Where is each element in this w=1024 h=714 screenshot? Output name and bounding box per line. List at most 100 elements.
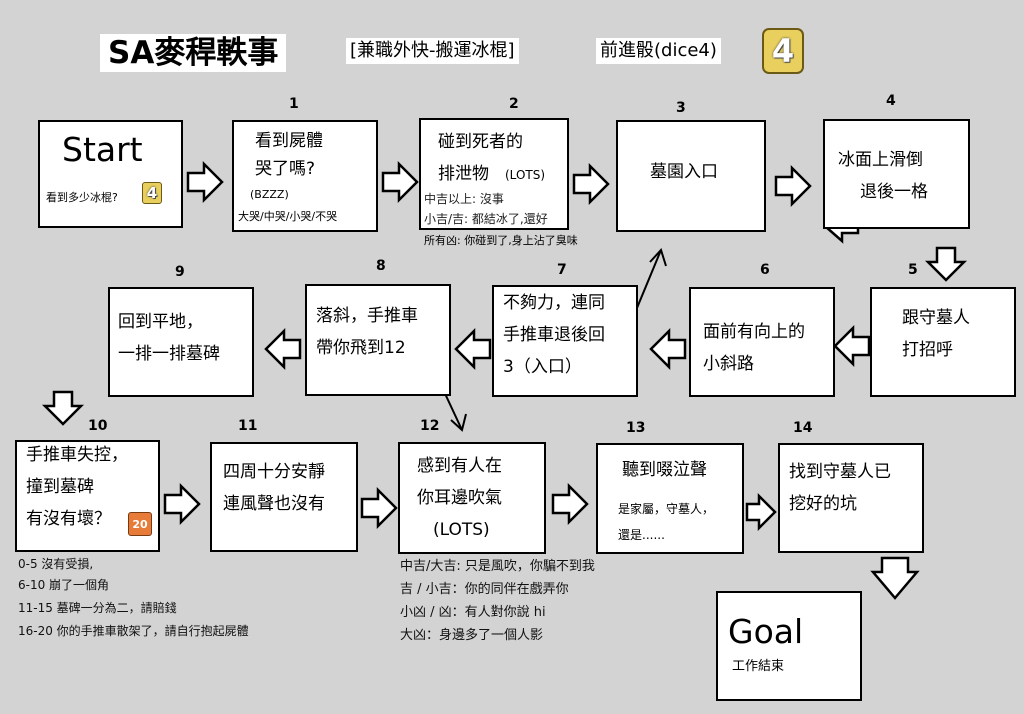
step-number: 6	[760, 262, 770, 278]
step-box-6	[689, 287, 835, 397]
step-note: 小吉/吉: 都結冰了,還好	[424, 212, 548, 226]
step-text: 小斜路	[703, 354, 754, 374]
arrow-right-icon	[381, 160, 419, 204]
step-box-14	[778, 443, 924, 553]
arrow-right-icon	[745, 492, 777, 532]
step-text: 連風聲也沒有	[223, 494, 325, 514]
step-note: 大凶：身邊多了一個人影	[400, 628, 544, 643]
step-sub: 還是......	[618, 528, 665, 542]
step-text: 面前有向上的	[703, 322, 805, 342]
dice20-value: 20	[132, 517, 148, 531]
start-label: Start	[62, 130, 143, 169]
step-note: 吉 / 小吉：你的同伴在戲弄你	[400, 582, 569, 597]
goal-sub: 工作結束	[732, 659, 785, 674]
start-box	[38, 120, 183, 228]
goal-box	[716, 591, 862, 701]
dice4-icon: 4	[762, 28, 804, 74]
step-number: 1	[289, 96, 299, 112]
step-number: 5	[908, 262, 918, 278]
step-box-13	[596, 443, 744, 554]
step-text: 看到屍體	[255, 131, 323, 151]
arrow-left-icon	[649, 327, 687, 371]
dice4-value: 4	[771, 32, 795, 70]
arrow-down-icon	[41, 390, 85, 426]
step-number: 8	[376, 258, 386, 274]
step-text: 不夠力，連同	[503, 293, 605, 313]
arrow-right-icon	[774, 164, 812, 208]
dice-label: 前進骰(dice4)	[596, 38, 721, 64]
step-note: 0-5 沒有受損,	[18, 557, 94, 571]
step-text: 你耳邊吹氣	[417, 488, 502, 508]
step-box-8	[305, 284, 451, 396]
step-text: 碰到死者的	[438, 132, 523, 152]
step-number: 9	[175, 264, 185, 280]
step-text: 排泄物	[438, 164, 489, 184]
step-text: 打招呼	[902, 340, 953, 360]
step-number: 7	[557, 262, 567, 278]
step-text: 有沒有壞？	[26, 509, 111, 529]
step-note: 小凶 / 凶：有人對你說 hi	[400, 605, 546, 620]
arrow-right-icon	[186, 160, 224, 204]
step-box-7	[492, 285, 638, 397]
step-number: 4	[886, 93, 896, 109]
step-number: 12	[420, 418, 440, 434]
arrow-left-icon	[264, 327, 302, 371]
arrow-right-icon	[163, 482, 201, 526]
step-box-11	[210, 442, 358, 552]
step-extra: (BZZZ)	[250, 188, 289, 201]
dice4-icon: 4	[142, 182, 162, 204]
step-sub: 是家屬，守墓人，	[618, 502, 715, 516]
step-text: 帶你飛到12	[316, 338, 406, 358]
step-text: (LOTS)	[433, 520, 490, 540]
arrowhead-icon	[450, 413, 467, 432]
step-text: 挖好的坑	[789, 494, 857, 514]
step-number: 14	[793, 420, 813, 436]
page-title: SA麥稈軼事	[100, 34, 287, 72]
step-note: 16-20 你的手推車散架了，請自行抱起屍體	[18, 624, 249, 638]
start-dice-value: 4	[146, 184, 158, 202]
step-box-4	[823, 119, 970, 229]
step-text: 四周十分安靜	[223, 462, 325, 482]
step-text: 撞到墓碑	[26, 477, 94, 497]
arrowhead-icon	[649, 248, 667, 267]
step-sub: 大哭/中哭/小哭/不哭	[238, 210, 338, 223]
step-note: 6-10 崩了一個角	[18, 578, 110, 592]
step-text: 冰面上滑倒	[838, 150, 923, 170]
step-text: 手推車失控，	[26, 445, 128, 465]
step-box-3	[616, 120, 766, 232]
arrow-right-icon	[572, 162, 610, 206]
arrow-left-icon	[454, 327, 492, 371]
subtitle: [兼職外快-搬運冰棍]	[346, 38, 519, 64]
step-text: 落斜，手推車	[316, 306, 418, 326]
arrow-down-icon	[924, 246, 968, 282]
step-box-2	[419, 118, 569, 230]
step-text: 哭了嗎?	[255, 159, 316, 179]
step-note: 中吉/大吉: 只是風吹，你騙不到我	[400, 559, 595, 574]
step-box-5	[870, 287, 1016, 397]
arrow-left-icon	[833, 324, 871, 368]
goal-label: Goal	[728, 612, 804, 651]
arrow-right-icon	[360, 486, 398, 530]
arrow-right-icon	[551, 482, 589, 526]
step-number: 13	[626, 420, 646, 436]
step-text: 跟守墓人	[902, 308, 970, 328]
step-number: 2	[509, 96, 519, 112]
step-text: 感到有人在	[417, 456, 502, 476]
step-box-12	[398, 442, 546, 554]
step-text: 手推車退後回	[503, 325, 605, 345]
step-note: 中吉以上: 沒事	[424, 192, 504, 206]
step-text: 3（入口）	[503, 357, 582, 377]
step-number: 3	[676, 100, 686, 116]
dice20-icon: 20	[128, 512, 152, 536]
step-text: 墓園入口	[650, 162, 718, 182]
step-note: 所有凶: 你碰到了,身上沾了臭味	[424, 234, 578, 247]
step-number: 10	[88, 418, 108, 434]
arrow-down-icon	[870, 556, 920, 600]
step-box-1	[232, 120, 378, 232]
step-text: 回到平地，	[118, 312, 203, 332]
step-box-9	[108, 287, 254, 397]
start-question: 看到多少冰棍?	[46, 191, 118, 204]
step-note: 11-15 墓碑一分為二，請賠錢	[18, 601, 177, 615]
step-extra: (LOTS)	[505, 168, 546, 182]
step-text: 退後一格	[860, 182, 928, 202]
